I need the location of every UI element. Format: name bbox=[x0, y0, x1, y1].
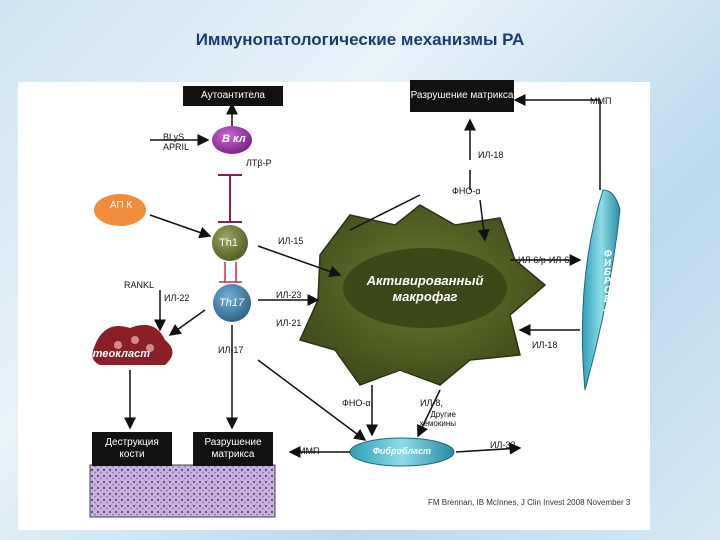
th17-cell bbox=[213, 284, 251, 322]
tnf-top-label: ФНО-α bbox=[452, 186, 481, 196]
il23-label: ИЛ-23 bbox=[276, 290, 302, 300]
il15-label: ИЛ-15 bbox=[278, 236, 304, 246]
b-cell-label: В кл bbox=[222, 133, 246, 145]
il8-label: ИЛ-8, bbox=[420, 398, 443, 408]
mmp-bottom-label: ММП bbox=[298, 446, 320, 456]
mmp-top-label: ММП bbox=[590, 96, 612, 106]
osteoclast-label: Остеокласт bbox=[78, 348, 150, 360]
il22-label: ИЛ-22 bbox=[164, 293, 190, 303]
matrix-destruction-top-box: Разрушение матрикса bbox=[410, 80, 514, 112]
b-cell bbox=[212, 126, 252, 154]
page-title: Иммунопатологические механизмы РА bbox=[195, 30, 525, 49]
il21-label: ИЛ-21 bbox=[276, 318, 302, 328]
fibroblast-vertical-cell bbox=[581, 189, 621, 391]
blys-label: BLyS bbox=[163, 132, 185, 142]
april-label: APRIL bbox=[163, 142, 190, 152]
il17-label: ИЛ-17 bbox=[218, 345, 244, 355]
tnf-bottom-label: ФНО-α bbox=[342, 398, 371, 408]
apc-cell bbox=[94, 194, 146, 226]
fibroblast-vertical-label: ФИБРОБЛАСТ bbox=[604, 249, 612, 341]
histology-image bbox=[89, 464, 276, 518]
il6-tgf-label: ИЛ-6/р-ИЛ-6Г bbox=[518, 255, 575, 265]
matrix-destruction-bottom-box: Разрушение матрикса bbox=[193, 432, 273, 466]
apc-label: АП К bbox=[109, 200, 133, 211]
macrophage-label: Активированный макрофаг bbox=[366, 273, 484, 304]
th17-label: Th17 bbox=[219, 297, 245, 309]
th1-cell bbox=[212, 225, 248, 261]
th1-label: Th1 bbox=[219, 237, 238, 249]
osteoclast-cell bbox=[92, 324, 173, 365]
rankl-label: RANKL bbox=[124, 280, 155, 290]
other-chemokines-label: Другие хемокины bbox=[419, 410, 456, 428]
ltbr-label: ЛТβ-Р bbox=[246, 158, 272, 168]
bone-destruction-box: Деструкция кости bbox=[92, 432, 172, 466]
citation: FM Brennan, IB McInnes, J Clin Invest 20… bbox=[428, 498, 631, 507]
il18-top-label: ИЛ-18 bbox=[478, 150, 504, 160]
autoantibodies-box: Аутоантитела bbox=[183, 86, 283, 106]
il33-label: ИЛ-33 bbox=[490, 440, 516, 450]
fibroblast-label: Фибробласт bbox=[372, 446, 432, 456]
il18-right-label: ИЛ-18 bbox=[532, 340, 558, 350]
